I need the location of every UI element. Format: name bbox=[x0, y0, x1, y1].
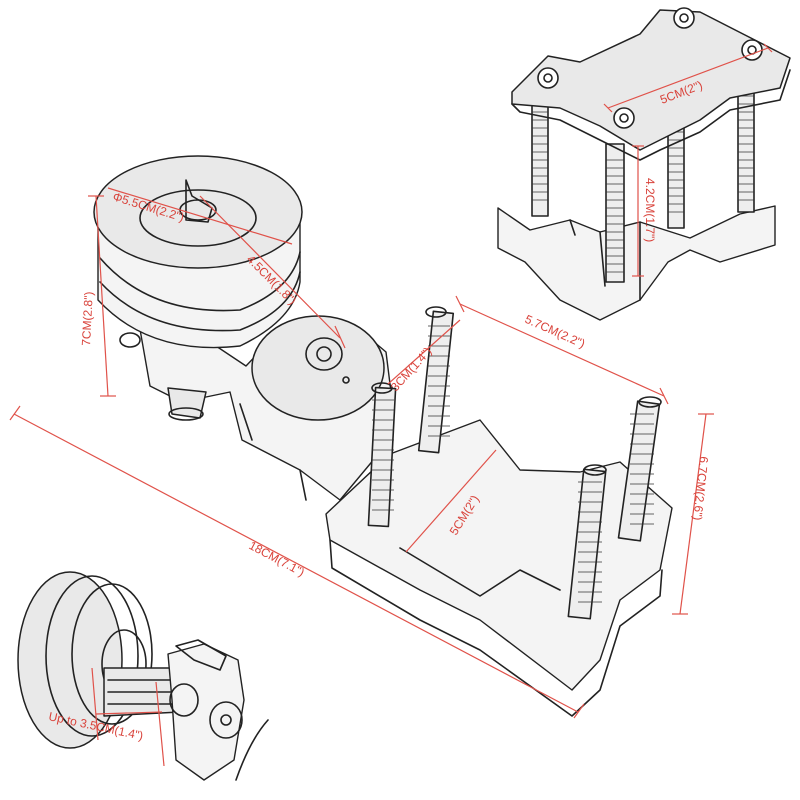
total-length-label: 18CM(7.1") bbox=[247, 538, 307, 579]
main-tensioner: Φ5.5CM(2.2") 4.5CM(1.8") 7CM(2.8") bbox=[79, 155, 393, 501]
lower-bracket: 5.7CM(2.2") 3CM(1.4") 5CM(2") 6.7CM(2.6"… bbox=[325, 295, 714, 717]
height-top-label: 4.2CM(1.7") bbox=[643, 178, 657, 242]
pulley-detail: Up to 3.5CM(1.4") bbox=[17, 571, 269, 781]
stud-spacing-label: 5.7CM(2.2") bbox=[523, 312, 587, 351]
top-plate-assembly: 5CM(2") 4.2CM(1.7") bbox=[497, 7, 791, 321]
base-height-label: 6.7CM(2.6") bbox=[690, 456, 711, 521]
total-height-label: 7CM(2.8") bbox=[79, 291, 96, 346]
